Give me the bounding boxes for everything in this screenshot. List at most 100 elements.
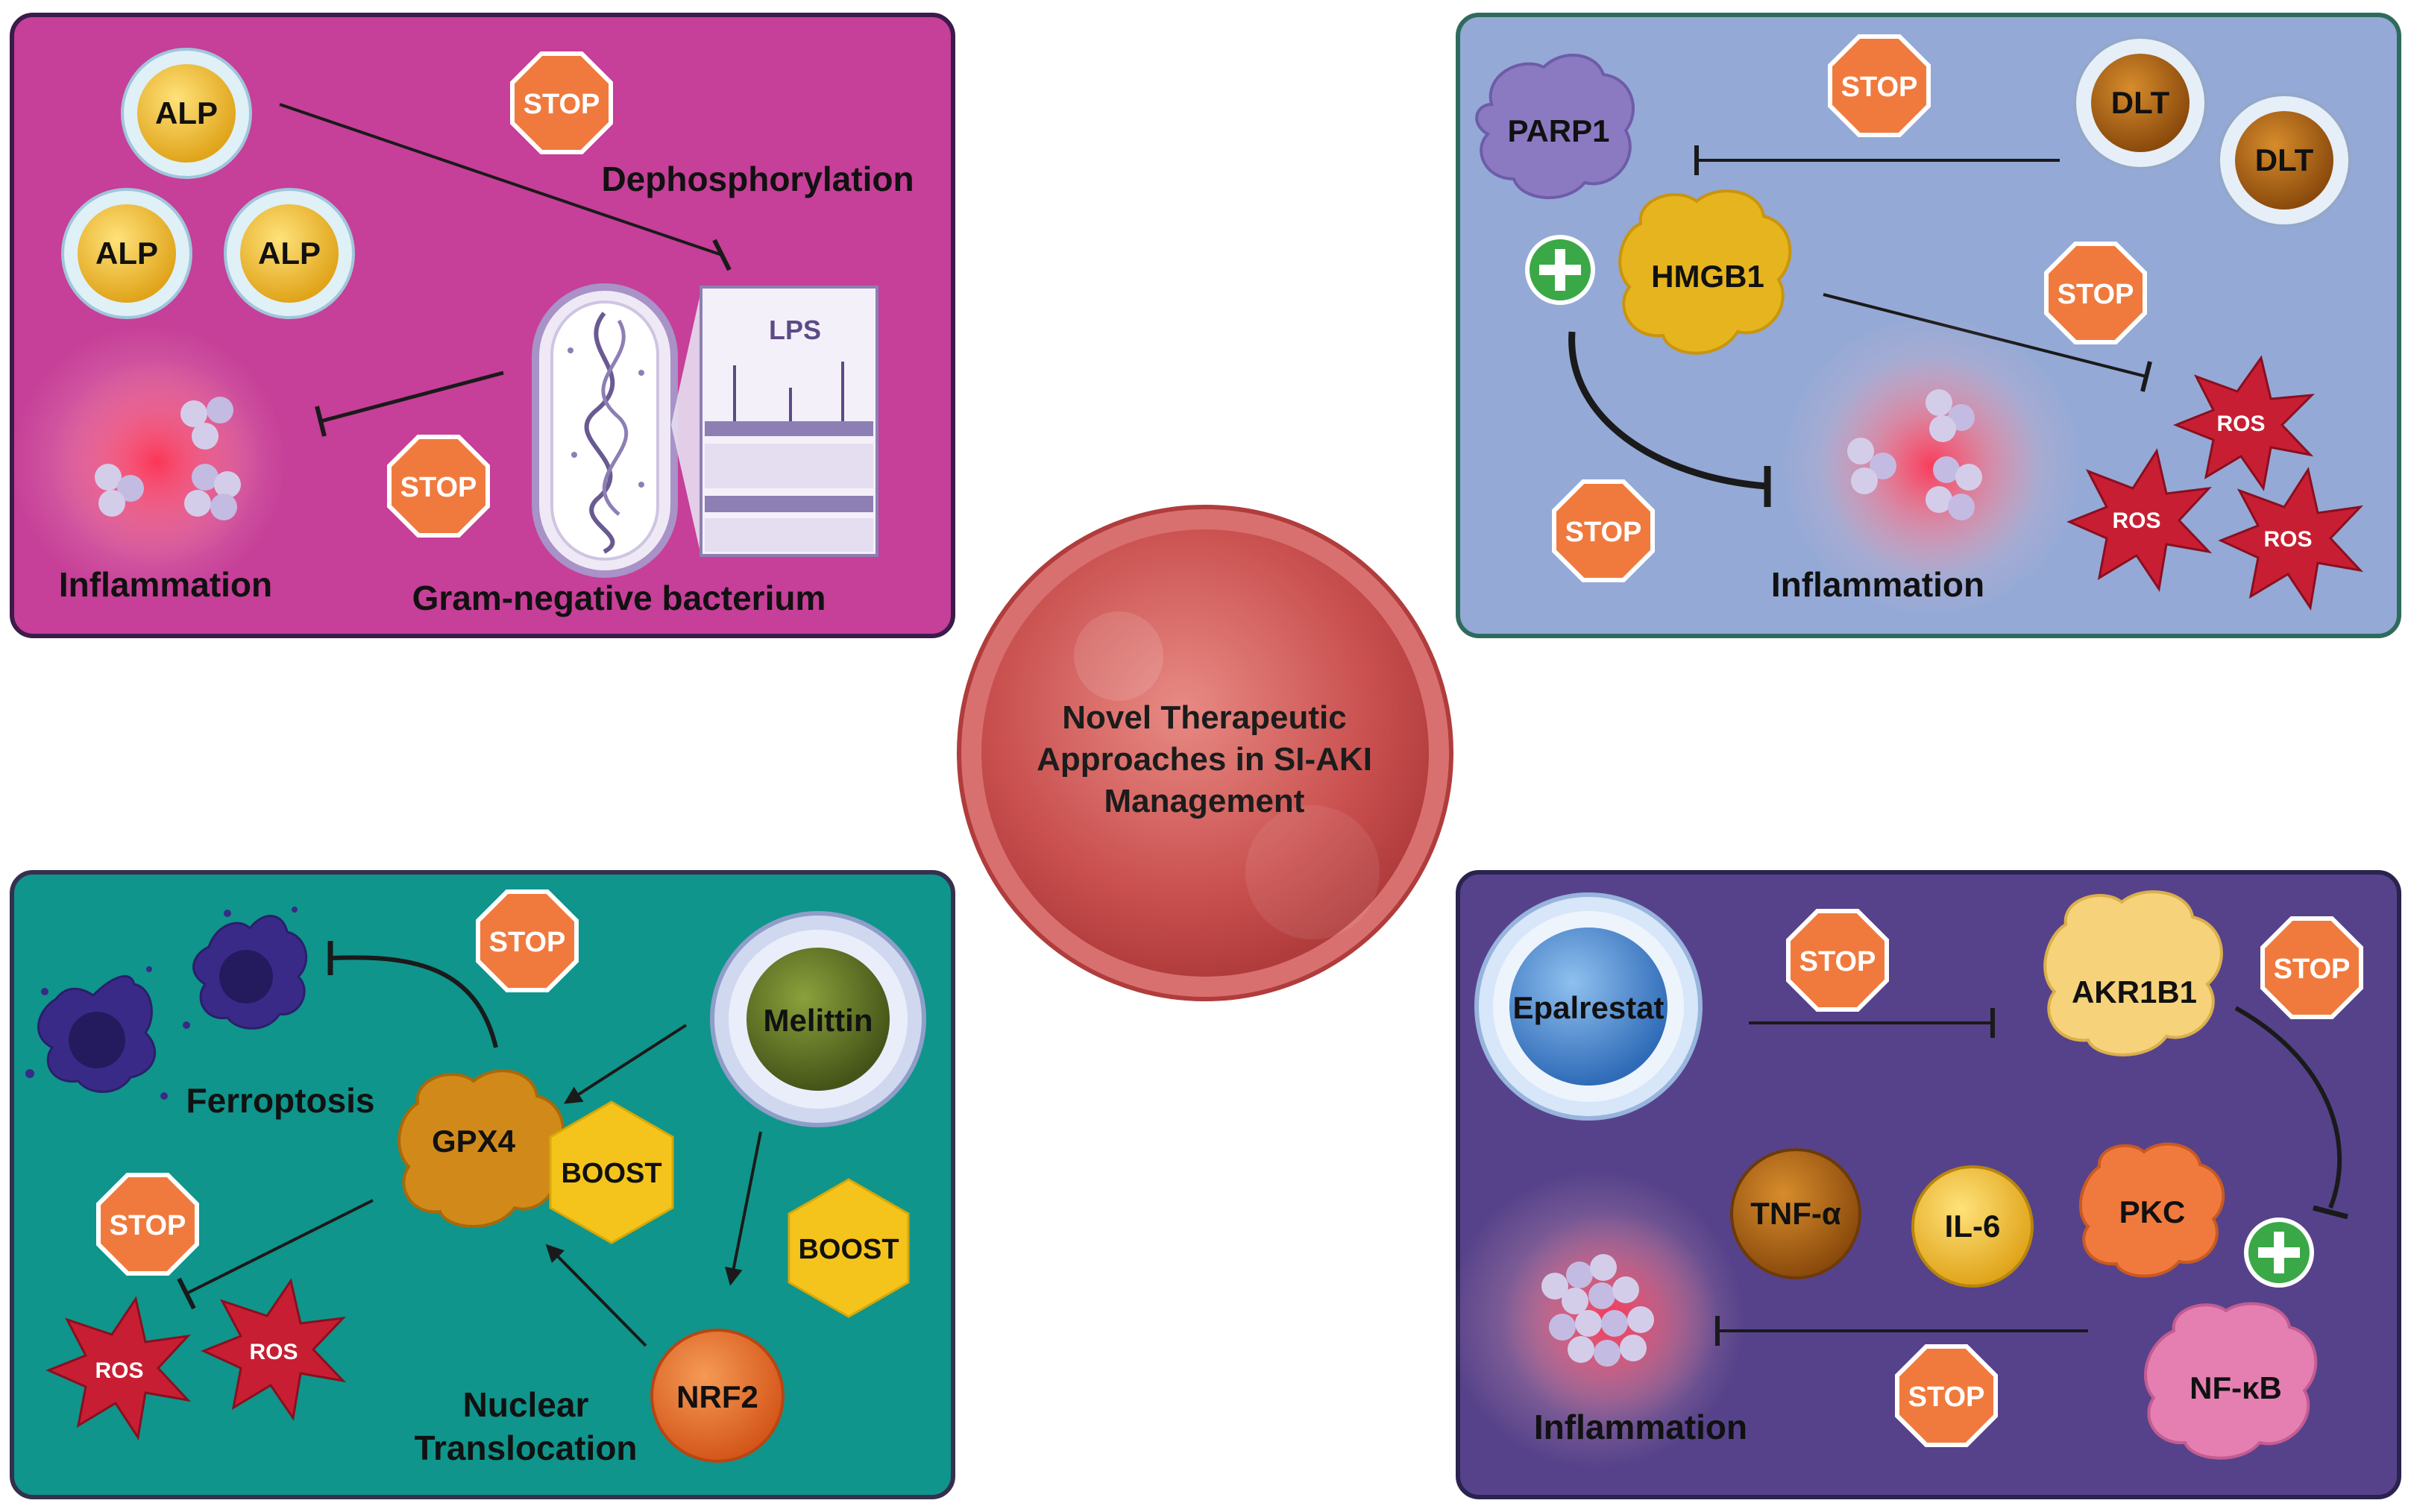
stop-sign: STOP	[98, 1175, 197, 1273]
ros-star: ROS	[45, 1296, 192, 1441]
dephosphorylation-label: Dephosphorylation	[601, 160, 914, 198]
parp1-protein: PARP1	[1475, 54, 1635, 199]
nrf2-molecule: NRF2	[650, 1329, 785, 1463]
svg-text:DLT: DLT	[2111, 85, 2170, 120]
svg-text:ROS: ROS	[2263, 527, 2312, 552]
svg-text:STOP: STOP	[1841, 72, 1918, 103]
svg-text:Epalrestat: Epalrestat	[1512, 990, 1664, 1025]
alp-vesicle: ALP	[61, 188, 192, 319]
plus-icon	[1525, 235, 1595, 305]
stop-sign: STOP	[512, 54, 611, 152]
center-title-line: Management	[1104, 783, 1305, 819]
svg-text:STOP: STOP	[110, 1210, 186, 1241]
melittin-vesicle: Melittin	[710, 911, 926, 1127]
ferroptosis-label: Ferroptosis	[186, 1081, 374, 1120]
inhibition-line	[186, 1199, 374, 1295]
stop-sign: STOP	[478, 892, 576, 990]
inflammation-cluster	[11, 324, 287, 600]
svg-text:NRF2: NRF2	[676, 1379, 758, 1414]
inflammation-label: Inflammation	[1771, 565, 1984, 604]
boost-hexagon: BOOST	[549, 1100, 674, 1244]
svg-text:STOP: STOP	[1908, 1382, 1985, 1413]
inhibition-bar	[712, 239, 732, 271]
stop-sign: STOP	[2263, 919, 2361, 1017]
gpx4-protein: GPX4	[397, 1069, 565, 1228]
hmgb1-protein: HMGB1	[1618, 189, 1792, 355]
svg-text:ROS: ROS	[2112, 508, 2160, 533]
inhibition-arc	[2234, 1006, 2342, 1209]
svg-text:PARP1: PARP1	[1508, 113, 1610, 148]
svg-text:ROS: ROS	[249, 1340, 298, 1364]
svg-text:NF-κB: NF-κB	[2190, 1370, 2282, 1405]
inhibition-bar	[315, 406, 327, 437]
svg-text:STOP: STOP	[489, 927, 566, 958]
svg-text:STOP: STOP	[524, 89, 600, 120]
dlt-vesicle: DLT	[2073, 36, 2207, 170]
stop-sign: STOP	[1897, 1346, 1996, 1445]
ros-star: ROS	[2218, 467, 2364, 611]
zoom-callout	[671, 291, 701, 555]
svg-text:STOP: STOP	[2058, 279, 2134, 310]
bacterium-label: Gram-negative bacterium	[412, 579, 826, 617]
stop-sign: STOP	[2046, 244, 2145, 342]
inflammation-cluster	[1779, 313, 2084, 619]
center-cell	[957, 505, 1453, 1001]
gram-negative-bacterium-icon	[532, 283, 678, 578]
svg-text:ALP: ALP	[258, 236, 321, 271]
stop-sign: STOP	[1788, 911, 1887, 1009]
inhibition-line	[320, 371, 504, 423]
inhibition-bar	[2313, 1205, 2348, 1220]
stop-sign: STOP	[1830, 37, 1929, 135]
translocation-label: Translocation	[414, 1428, 637, 1467]
svg-text:ALP: ALP	[155, 95, 218, 130]
nf-kb-protein: NF-κB	[2144, 1302, 2318, 1460]
stop-sign: STOP	[389, 437, 488, 535]
svg-text:ROS: ROS	[2216, 412, 2265, 436]
center-title-line: Approaches in SI-AKI	[1037, 741, 1372, 778]
lps-membrane-inset: LPS	[700, 286, 878, 557]
dlt-vesicle: DLT	[2217, 93, 2351, 227]
svg-text:GPX4: GPX4	[432, 1124, 516, 1159]
nuclear-label: Nuclear	[463, 1385, 589, 1424]
inhibition-bar	[2140, 361, 2152, 392]
center-title: Novel Therapeutic Approaches in SI-AKI M…	[992, 697, 1417, 822]
svg-text:STOP: STOP	[1799, 946, 1876, 977]
inhibition-arc	[331, 955, 498, 1048]
arrow	[545, 1244, 647, 1347]
akr1b1-protein: AKR1B1	[2043, 890, 2223, 1056]
arrow	[724, 1131, 762, 1286]
svg-text:Melittin: Melittin	[764, 1003, 873, 1038]
boost-hexagon: BOOST	[788, 1178, 910, 1318]
svg-text:STOP: STOP	[1565, 517, 1642, 548]
svg-text:BOOST: BOOST	[561, 1158, 661, 1189]
ferroptotic-cell-icon	[183, 907, 308, 1030]
ferroptotic-cell-icon	[25, 966, 168, 1100]
svg-text:IL-6: IL-6	[1945, 1209, 2001, 1244]
inflammation-cluster	[1447, 1171, 1745, 1469]
center-title-line: Novel Therapeutic	[1062, 699, 1347, 736]
ros-star: ROS	[2172, 355, 2315, 491]
il6-molecule: IL-6	[1911, 1165, 2034, 1288]
svg-text:AKR1B1: AKR1B1	[2072, 974, 2197, 1009]
epalrestat-vesicle: Epalrestat	[1474, 892, 1703, 1121]
stop-sign: STOP	[1554, 482, 1653, 580]
alp-vesicle: ALP	[121, 48, 252, 179]
svg-text:ALP: ALP	[95, 236, 158, 271]
svg-text:HMGB1: HMGB1	[1651, 259, 1764, 294]
svg-text:TNF-α: TNF-α	[1750, 1196, 1841, 1231]
inflammation-label: Inflammation	[59, 565, 272, 604]
svg-text:LPS: LPS	[769, 315, 821, 345]
inhibition-arc	[1568, 331, 1767, 490]
pkc-protein: PKC	[2078, 1142, 2225, 1278]
svg-text:STOP: STOP	[2274, 954, 2351, 985]
tnf-alpha-molecule: TNF-α	[1730, 1148, 1861, 1279]
alp-vesicle: ALP	[224, 188, 355, 319]
svg-text:ROS: ROS	[95, 1358, 143, 1383]
inhibition-line	[279, 103, 723, 256]
inflammation-label: Inflammation	[1534, 1408, 1747, 1446]
inhibition-bar	[177, 1277, 196, 1310]
ros-star: ROS	[2066, 448, 2213, 592]
svg-text:STOP: STOP	[400, 472, 477, 503]
plus-icon	[2244, 1218, 2314, 1288]
